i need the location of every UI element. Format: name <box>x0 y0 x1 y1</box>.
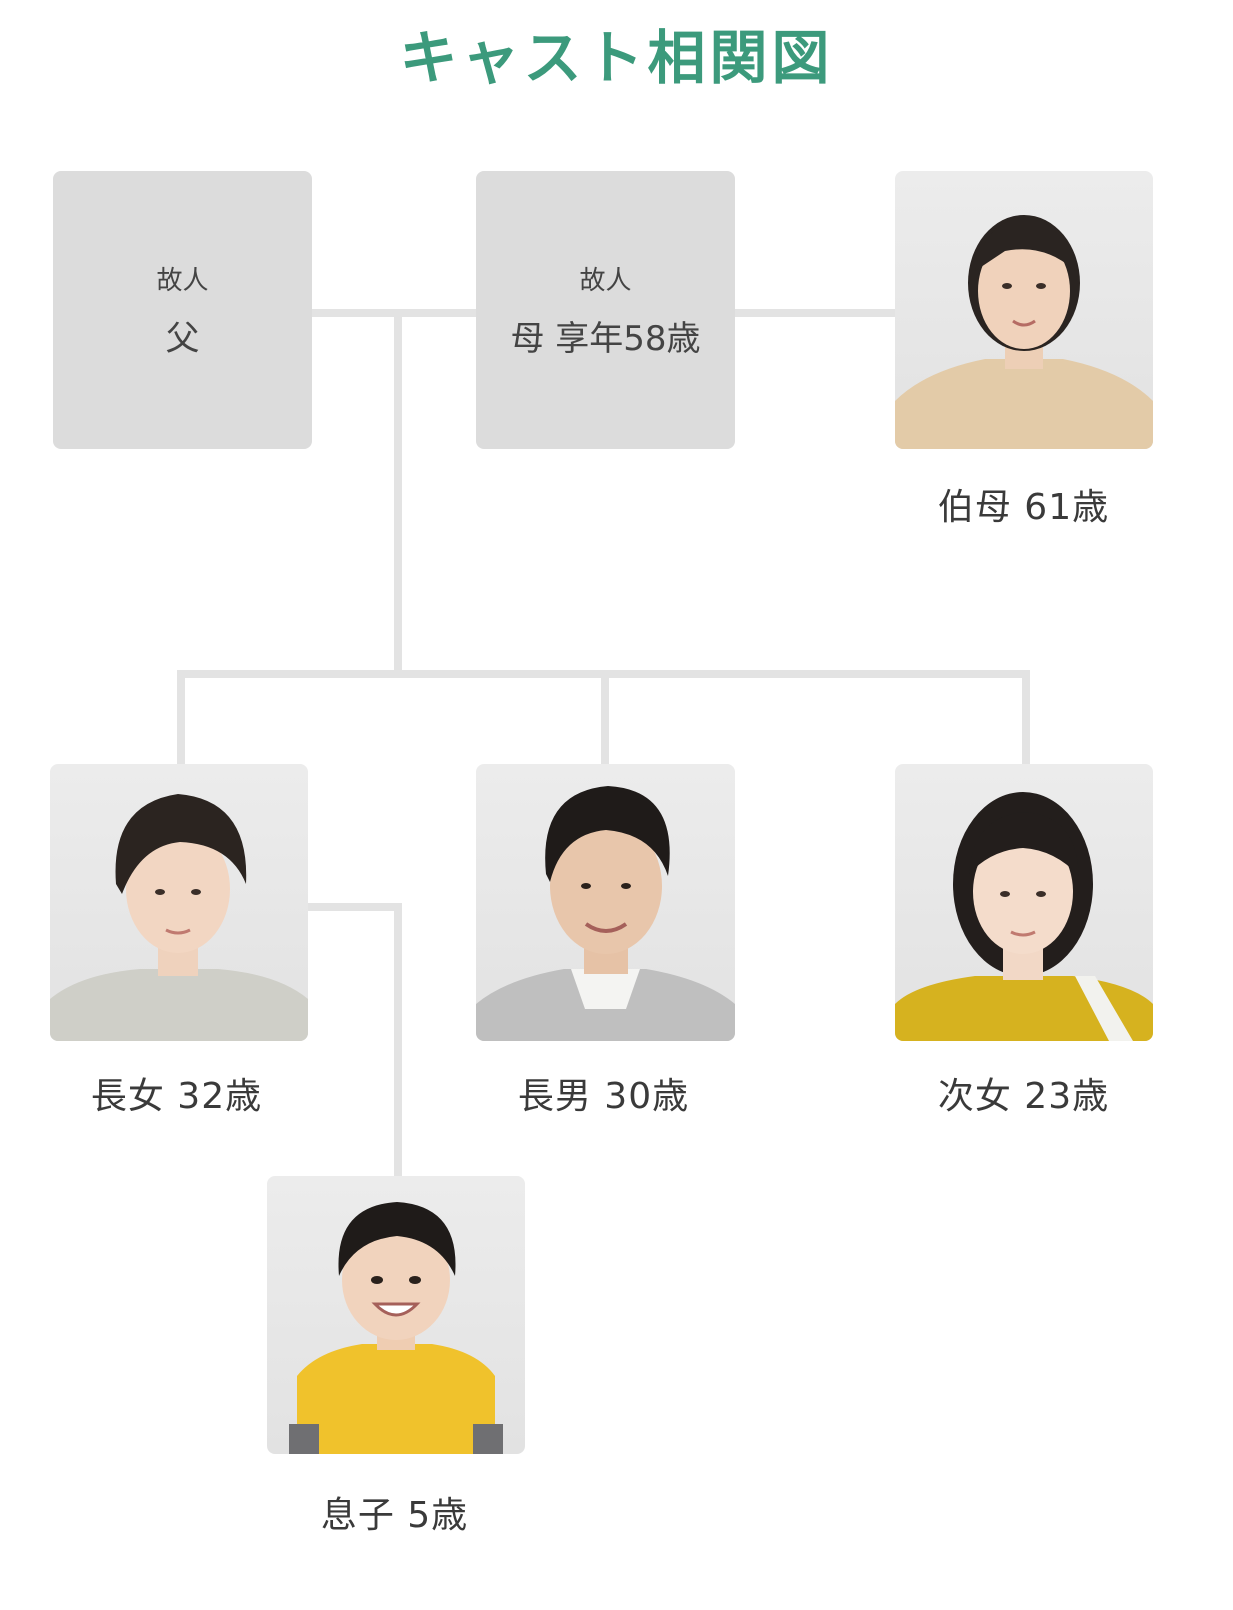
connector-mother-aunt <box>735 309 895 317</box>
connector-eldest-daughter-drop <box>177 670 185 764</box>
eldest-daughter-portrait-image <box>50 794 308 1041</box>
father-role: 父 <box>165 319 200 359</box>
connector-daughter-to-son-v <box>394 903 402 1176</box>
eldest-son-label: 長男 30歳 <box>517 1076 690 1117</box>
eldest-daughter-shirt <box>50 969 308 1041</box>
connector-second-daughter-drop <box>1022 670 1030 764</box>
son-photo <box>267 1176 525 1454</box>
connector-parents-down <box>394 313 402 676</box>
aunt-shirt <box>895 359 1153 449</box>
aunt-photo <box>895 171 1153 449</box>
eldest-son-portrait-image <box>476 786 735 1041</box>
second-daughter-portrait-image <box>895 792 1153 1041</box>
son-shirt <box>297 1344 495 1454</box>
father-card: 故人 父 <box>53 171 312 449</box>
eldest-daughter-photo <box>50 764 308 1041</box>
page-title: キャスト相関図 <box>399 24 834 92</box>
mother-card: 故人 母 享年58歳 <box>476 171 735 449</box>
son-label: 息子 5歳 <box>320 1495 469 1536</box>
father-status: 故人 <box>156 266 209 296</box>
second-daughter-photo <box>895 764 1153 1041</box>
mother-status: 故人 <box>579 266 632 296</box>
son-portrait-image <box>289 1202 503 1454</box>
mother-role: 母 享年58歳 <box>510 319 701 359</box>
eldest-son-photo <box>476 764 735 1041</box>
connector-daughter-to-son-h <box>308 903 402 911</box>
eldest-daughter-label: 長女 32歳 <box>90 1076 263 1117</box>
aunt-portrait-image <box>895 215 1153 449</box>
connector-eldest-son-drop <box>601 670 609 764</box>
aunt-label: 伯母 61歳 <box>937 487 1110 528</box>
second-daughter-label: 次女 23歳 <box>937 1076 1110 1117</box>
